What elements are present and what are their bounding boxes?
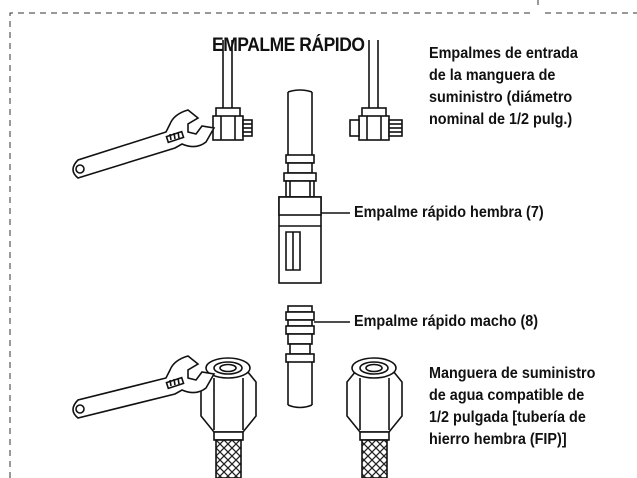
leader-lines xyxy=(314,212,350,323)
label-line: 1/2 pulgada [tubería de xyxy=(429,409,586,426)
label-line: Empalmes de entrada xyxy=(429,45,578,62)
label-line: nominal de 1/2 pulg.) xyxy=(429,111,573,128)
inlet-fittings-label: Empalmes de entrada de la manguera de su… xyxy=(429,43,578,131)
wrench-icon xyxy=(72,355,216,419)
label-line: hierro hembra (FIP)] xyxy=(429,431,567,448)
label-line: de la manguera de xyxy=(429,67,556,84)
label-line: de agua compatible de xyxy=(429,387,585,404)
braided-hose-icon xyxy=(200,357,257,478)
dashed-frame xyxy=(9,0,637,478)
label-line: suministro (diámetro xyxy=(429,89,573,106)
supply-hose-label: Manguera de suministro de agua compatibl… xyxy=(429,363,595,451)
wrench-icon xyxy=(72,109,216,179)
male-quick-connect xyxy=(285,305,315,409)
diagram-title: EMPALME RÁPIDO xyxy=(212,35,365,56)
label-line: Manguera de suministro xyxy=(429,365,596,382)
female-quick-connect xyxy=(278,89,322,284)
fitting-nut-icon xyxy=(349,40,403,141)
male-quick-connect-label: Empalme rápido macho (8) xyxy=(354,313,539,330)
fitting-nut-icon xyxy=(212,40,253,141)
female-quick-connect-label: Empalme rápido hembra (7) xyxy=(354,204,544,221)
braided-hose-icon xyxy=(346,357,403,478)
